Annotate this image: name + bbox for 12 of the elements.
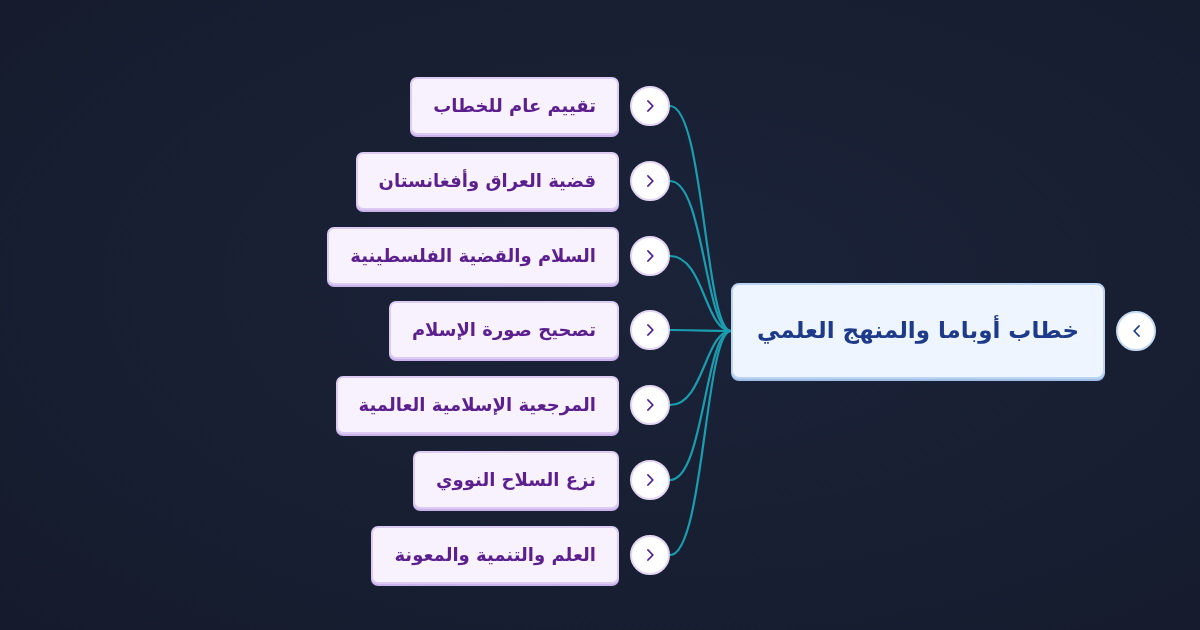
topic-label: تصحيح صورة الإسلام: [411, 318, 596, 342]
topic-label: تقييم عام للخطاب: [433, 94, 596, 118]
topic-label: نزع السلاح النووي: [436, 468, 596, 492]
topic-label: قضية العراق وأفغانستان: [378, 169, 596, 193]
connector-line: [669, 330, 732, 556]
topic-label: خطاب أوباما والمنهج العلمي: [757, 316, 1080, 346]
connector-line: [669, 330, 732, 482]
topic-label: المرجعية الإسلامية العالمية: [358, 393, 596, 417]
connector-line: [669, 254, 732, 333]
topic-label: السلام والقضية الفلسطينية: [350, 244, 596, 268]
connector-line: [669, 105, 732, 332]
topic-label: العلم والتنمية والمعونة: [394, 543, 596, 567]
